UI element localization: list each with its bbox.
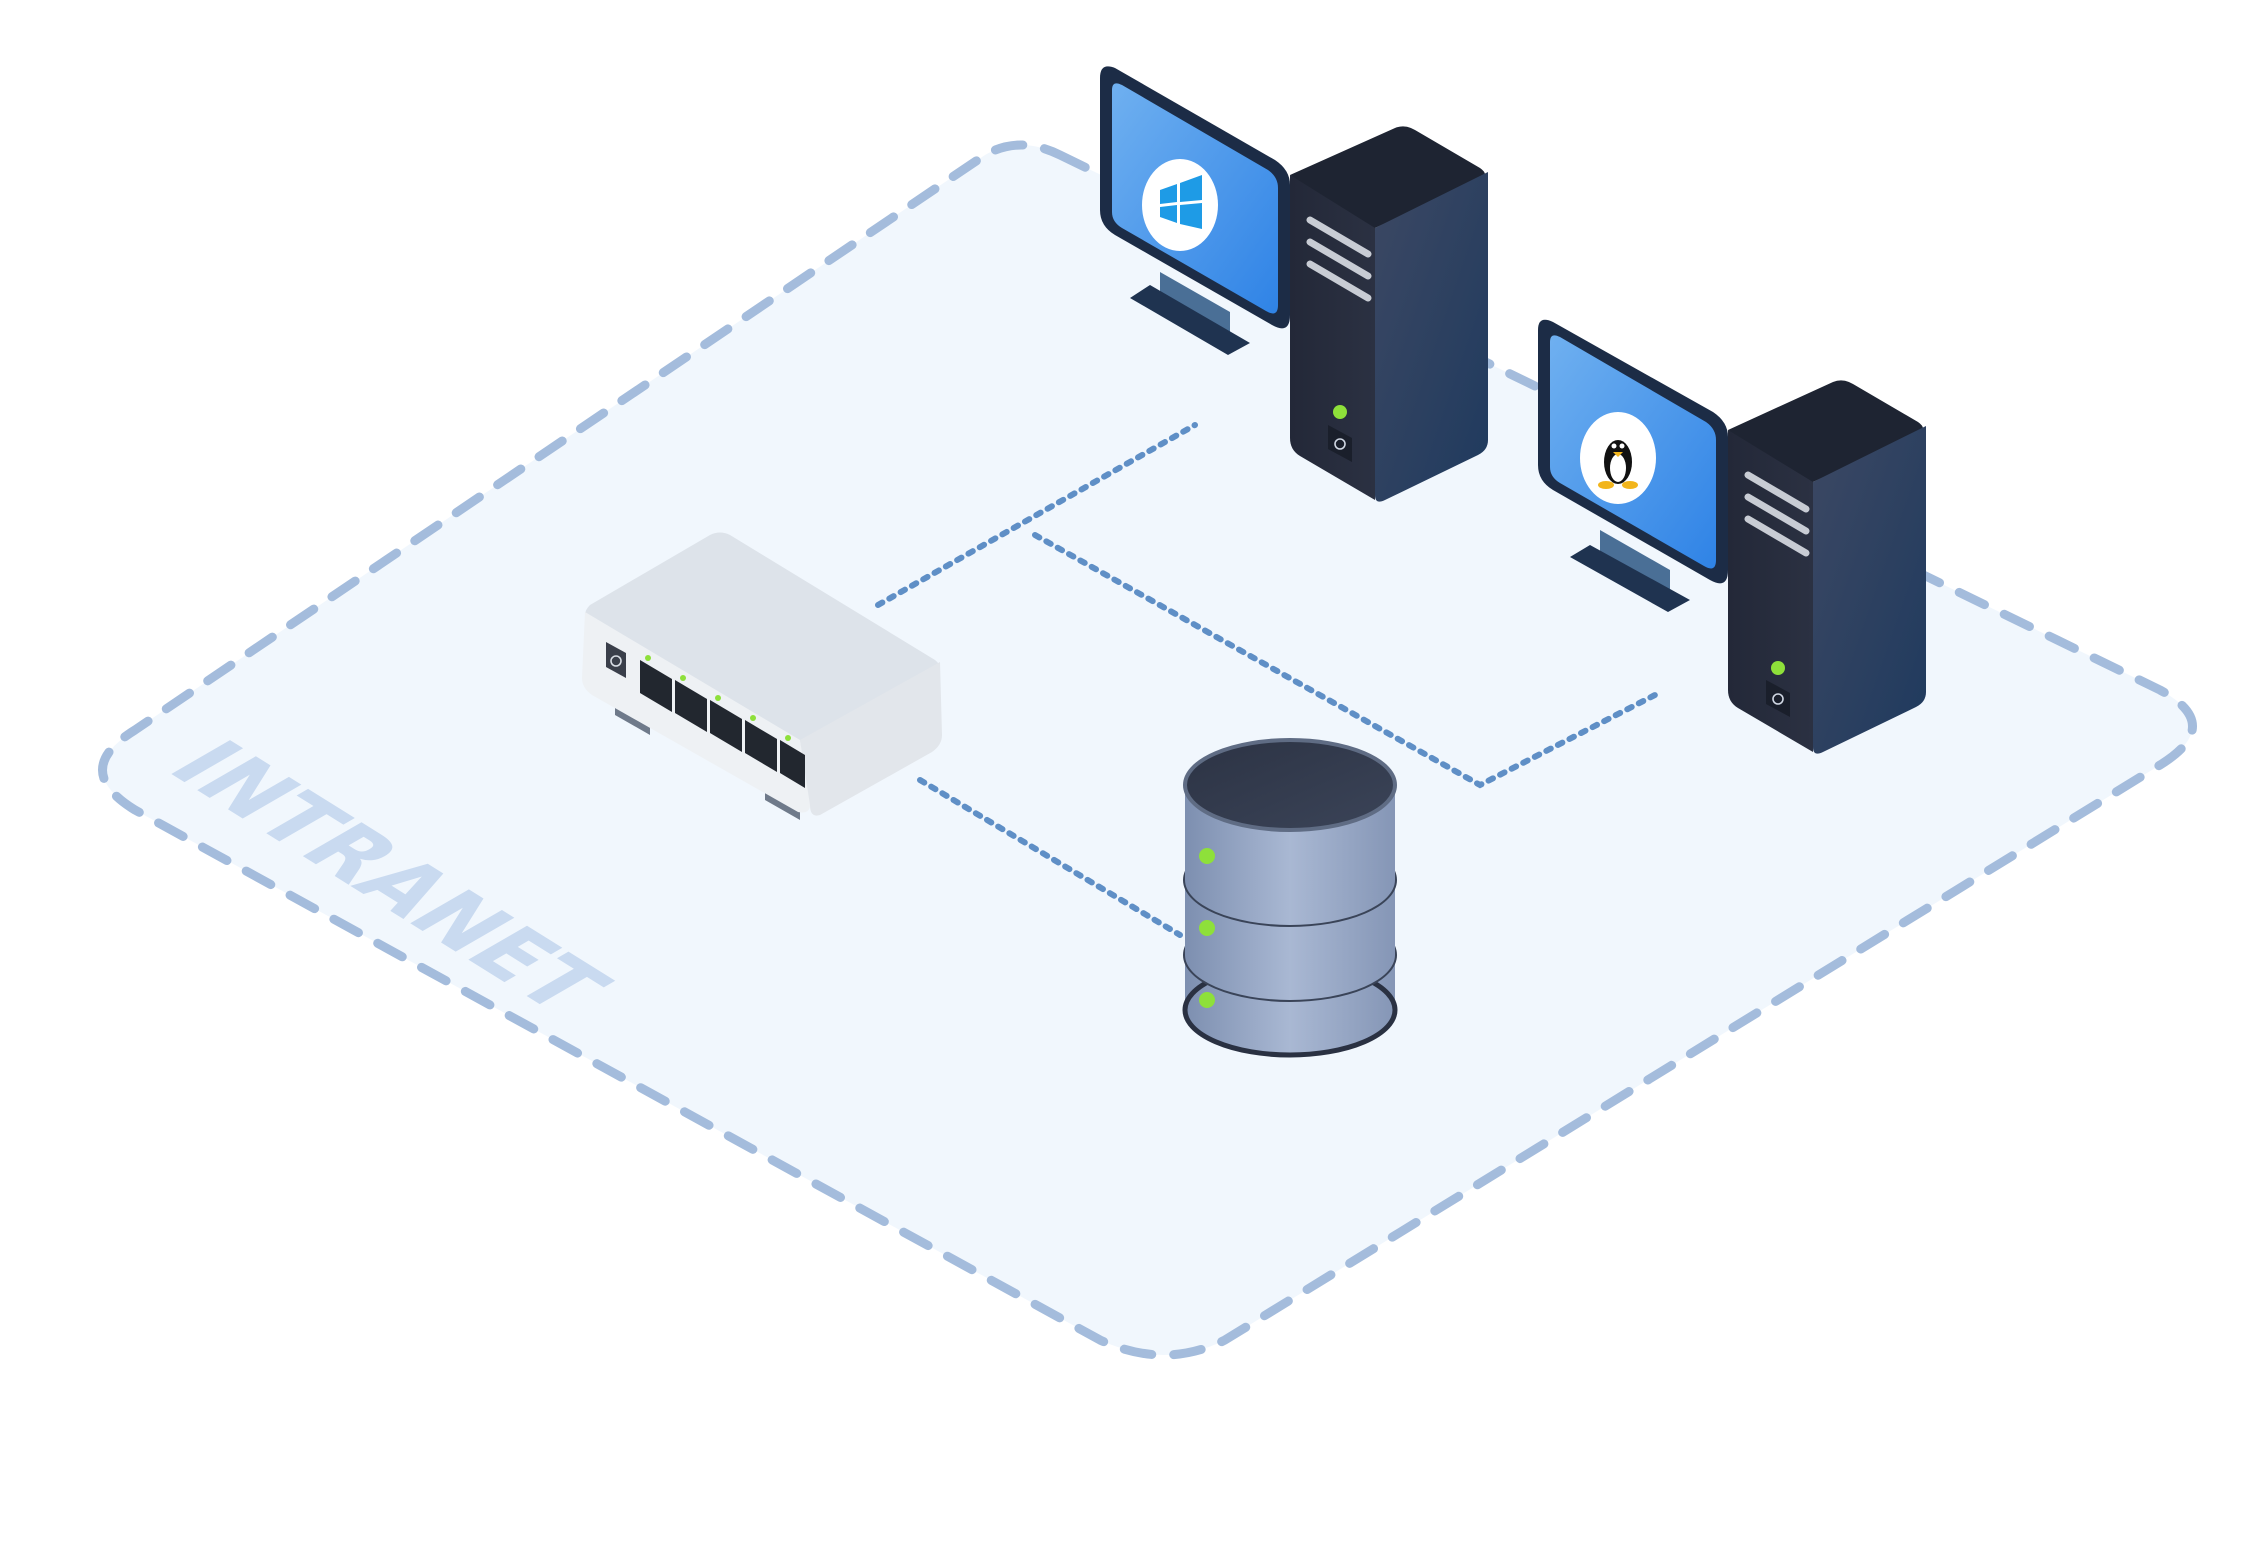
tower-power-led xyxy=(1771,661,1785,675)
intranet-zone: INTRANET xyxy=(98,140,2197,1360)
power-symbol xyxy=(610,655,622,667)
ethernet-port xyxy=(780,740,805,788)
linux-workstation xyxy=(1538,319,1926,754)
power-button-icon xyxy=(606,642,626,678)
tower-side xyxy=(1290,175,1375,500)
link-switch-database xyxy=(917,777,1183,938)
tower-power-led xyxy=(1333,405,1347,419)
power-symbol xyxy=(1334,438,1346,450)
monitor-stand xyxy=(1600,530,1670,592)
tower-vents xyxy=(1744,471,1810,557)
link-switch-linux xyxy=(1032,532,1658,789)
disk-led xyxy=(1199,992,1215,1008)
linux-tux-icon xyxy=(1598,440,1638,489)
database-top xyxy=(1183,738,1397,832)
port-leds xyxy=(645,655,791,741)
tower-power-button-icon xyxy=(1766,680,1790,717)
network-switch xyxy=(582,532,942,820)
port-led xyxy=(715,695,721,701)
link-switch-windows xyxy=(875,422,1198,608)
database-leds xyxy=(1199,848,1215,1008)
monitor-base xyxy=(1570,545,1690,612)
ethernet-port xyxy=(745,720,777,772)
ethernet-port xyxy=(675,680,707,732)
ethernet-port xyxy=(710,700,742,752)
tower-side xyxy=(1728,430,1813,752)
port-led xyxy=(750,715,756,721)
ethernet-port xyxy=(640,660,672,712)
tower-power-button-icon xyxy=(1328,425,1352,462)
tower-vents xyxy=(1306,216,1372,302)
port-led xyxy=(785,735,791,741)
tower-front xyxy=(1375,172,1488,502)
switch-ports xyxy=(640,660,805,788)
switch-side xyxy=(800,662,942,816)
monitor-stand xyxy=(1160,272,1230,335)
disk-led xyxy=(1199,920,1215,936)
database xyxy=(1182,738,1398,1058)
windows-workstation xyxy=(1100,66,1488,502)
port-led xyxy=(680,675,686,681)
disk-led xyxy=(1199,848,1215,864)
tower-top xyxy=(1728,380,1923,484)
windows-logo-icon xyxy=(1160,175,1202,229)
network-links xyxy=(875,422,1658,938)
switch-top xyxy=(585,532,940,748)
monitor-base xyxy=(1130,285,1250,355)
tower-front xyxy=(1813,426,1926,754)
intranet-zone-area xyxy=(98,140,2197,1360)
tower-top xyxy=(1290,126,1485,230)
power-symbol xyxy=(1772,693,1784,705)
port-led xyxy=(645,655,651,661)
